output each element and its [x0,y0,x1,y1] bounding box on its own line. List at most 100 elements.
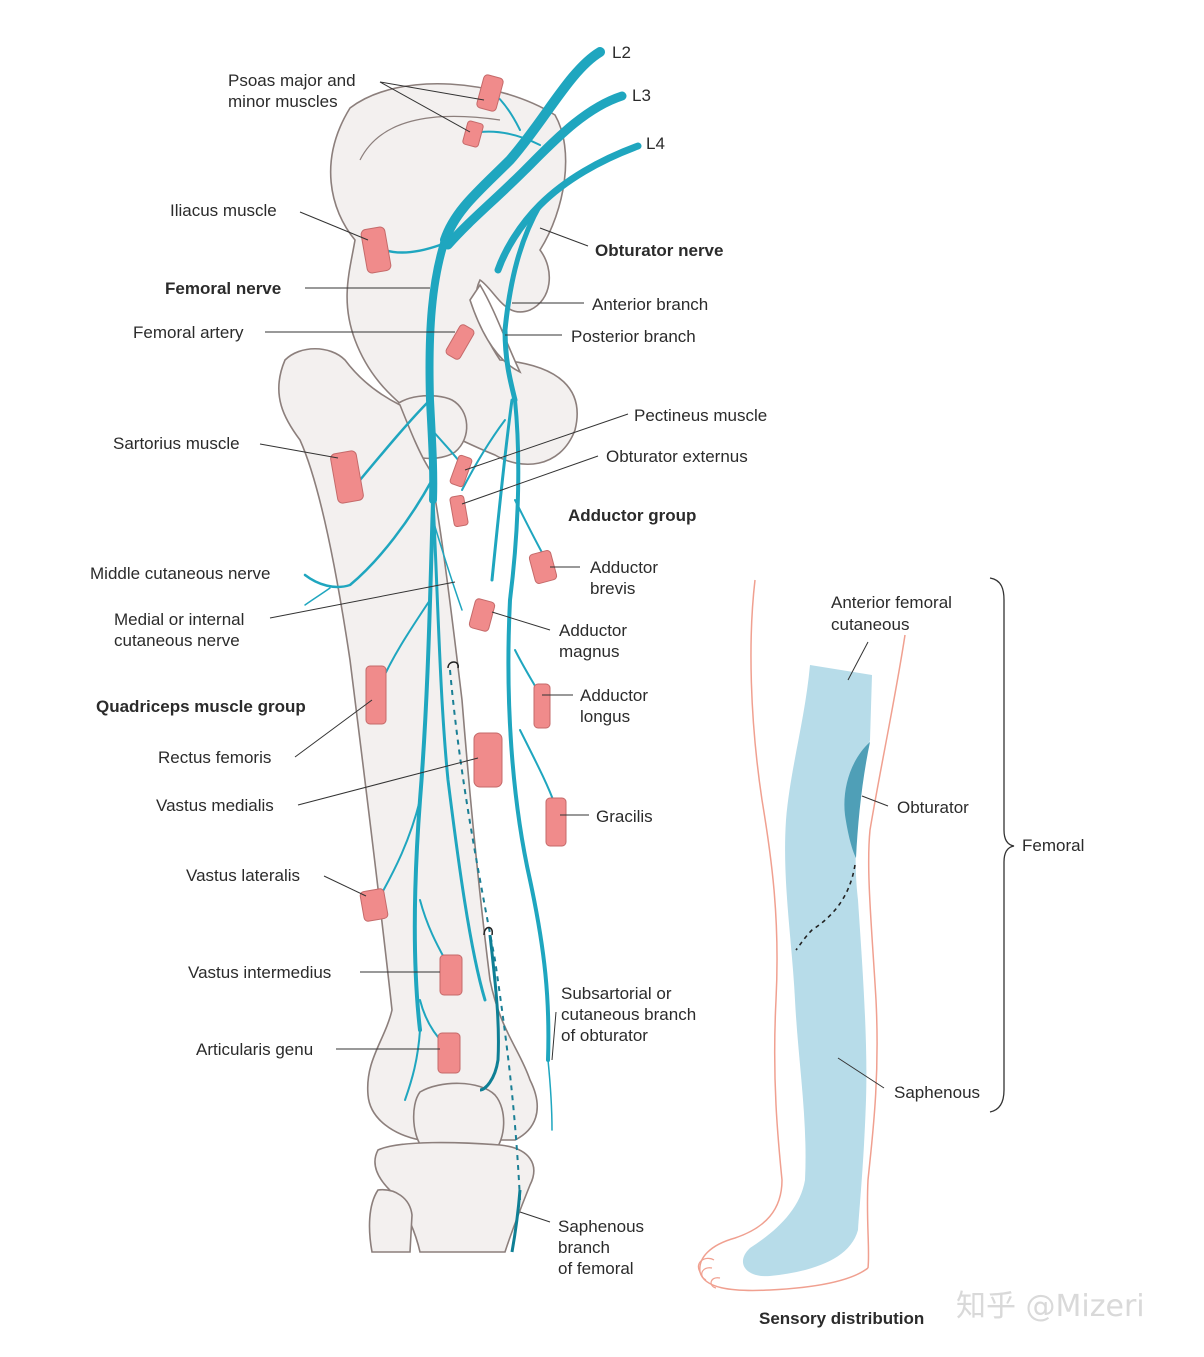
fibula-bone [368,1189,413,1253]
label-obturator-zone: Obturator [897,798,969,817]
label-posterior-branch: Posterior branch [571,327,696,346]
watermark-text: 知乎 @Mizeri [956,1289,1145,1324]
label-pectineus: Pectineus muscle [634,406,767,425]
label-adductor-longus-line2: longus [580,707,630,726]
branch-to-psoas-2 [479,130,541,146]
label-femoral-nerve: Femoral nerve [165,279,281,298]
label-psoas-line2: minor muscles [228,92,338,111]
vastus-lateralis-seg [359,888,389,922]
obturator-sensory-zone [844,742,870,858]
adductor-longus-seg [533,683,551,729]
nerve-root-labels: L2 L3 L4 [612,43,665,153]
root-label-l3: L3 [632,86,651,105]
label-obturator-nerve: Obturator nerve [595,241,723,260]
label-middle-cutaneous: Middle cutaneous nerve [90,564,271,583]
root-label-l2: L2 [612,43,631,62]
obturator-externus-seg [449,494,469,528]
label-adductor-brevis-line1: Adductor [590,558,658,577]
hiatus-loop-2 [483,926,493,936]
label-adductor-group: Adductor group [568,506,696,525]
middle-cutaneous-nerve [303,478,434,589]
adductor-magnus-seg [468,598,496,632]
toes-outline [697,1257,721,1289]
label-rectus-femoris: Rectus femoris [158,748,271,767]
gracilis-seg [545,797,567,847]
branch-to-gracilis [519,729,556,806]
label-femoral-zone: Femoral [1022,836,1084,855]
leg-outline-left [699,579,869,1292]
root-label-l4: L4 [646,134,665,153]
sensory-distribution-title: Sensory distribution [759,1309,924,1328]
medial-cutaneous-nerve [432,519,463,611]
label-obturator-externus: Obturator externus [606,447,748,466]
label-sartorius: Sartorius muscle [113,434,240,453]
femoral-branch-knee [404,1029,421,1101]
label-adductor-longus-line1: Adductor [580,686,648,705]
label-saphenous-zone: Saphenous [894,1083,980,1102]
femoral-artery-seg [445,324,475,360]
label-articularis-genu: Articularis genu [196,1040,313,1059]
label-medial-cutaneous-line1: Medial or internal [114,610,244,629]
l2-root [440,47,605,245]
psoas-muscle-2 [462,120,484,148]
label-vastus-medialis: Vastus medialis [156,796,274,815]
label-anterior-branch: Anterior branch [592,295,708,314]
left-labels: Psoas major and minor muscles Iliacus mu… [90,71,356,1059]
label-psoas-line1: Psoas major and [228,71,356,90]
label-vastus-intermedius: Vastus intermedius [188,963,331,982]
label-adductor-magnus-line1: Adductor [559,621,627,640]
saphenous-lower [510,1189,522,1253]
right-labels: Obturator nerve Anterior branch Posterio… [558,241,767,1278]
label-subsartorial-line1: Subsartorial or [561,984,672,1003]
vastus-medialis-seg [473,732,503,788]
iliac-crest-line [359,115,501,161]
psoas-muscle-1 [476,74,504,112]
label-vastus-lateralis: Vastus lateralis [186,866,300,885]
label-subsartorial-line3: of obturator [561,1026,648,1045]
subsartorial-branch-end [547,1059,553,1131]
label-iliacus: Iliacus muscle [170,201,277,220]
femoral-nerve-tree [303,47,642,1101]
label-anterior-femoral-line1: Anterior femoral [831,593,952,612]
label-anterior-femoral-line2: cutaneous [831,615,909,634]
adductor-brevis-seg [528,550,558,584]
saphenous-dark-end [479,934,500,1092]
branch-to-obturator-externus [461,419,506,491]
label-medial-cutaneous-line2: cutaneous nerve [114,631,240,650]
label-adductor-magnus-line2: magnus [559,642,619,661]
femoral-bracket [989,577,1015,1113]
sartorius-muscle-seg [330,450,364,504]
muscle-segments [330,74,567,1074]
obturator-trunk [502,202,543,403]
pectineus-muscle-seg [449,454,473,488]
label-saphenous-branch-line1: Saphenous [558,1217,644,1236]
hiatus-loop-1 [447,661,459,669]
leader-saphenous [837,1057,885,1089]
leader-anterior-femoral [847,641,869,681]
sensory-region [742,665,872,1277]
branch-to-iliacus [383,243,442,254]
leg-outline-right [866,634,906,1269]
label-saphenous-branch-line2: branch [558,1238,610,1257]
label-femoral-artery: Femoral artery [133,323,244,342]
vastus-intermedius-seg [439,954,463,996]
saphenous-dashed-course [449,669,521,1201]
label-adductor-brevis-line2: brevis [590,579,635,598]
leader-lines [259,81,629,1223]
articularis-genu-seg [437,1032,461,1074]
l3-root [443,91,627,250]
middle-cutaneous-tip [304,587,331,606]
rectus-femoris-seg [365,665,387,725]
sensory-boundary-dashed [795,864,856,951]
sensory-distribution-figure: Anterior femoral cutaneous Obturator Fem… [697,577,1084,1328]
obturator-anterior-branch [506,398,551,1062]
obturator-nerve-tree [461,202,556,1131]
label-subsartorial-line2: cutaneous branch [561,1005,696,1024]
label-gracilis: Gracilis [596,807,653,826]
obturator-posterior-branch [490,398,514,582]
branch-to-sartorius [358,398,432,482]
branch-to-adductor-brevis [514,499,546,559]
label-quadriceps: Quadriceps muscle group [96,697,306,716]
